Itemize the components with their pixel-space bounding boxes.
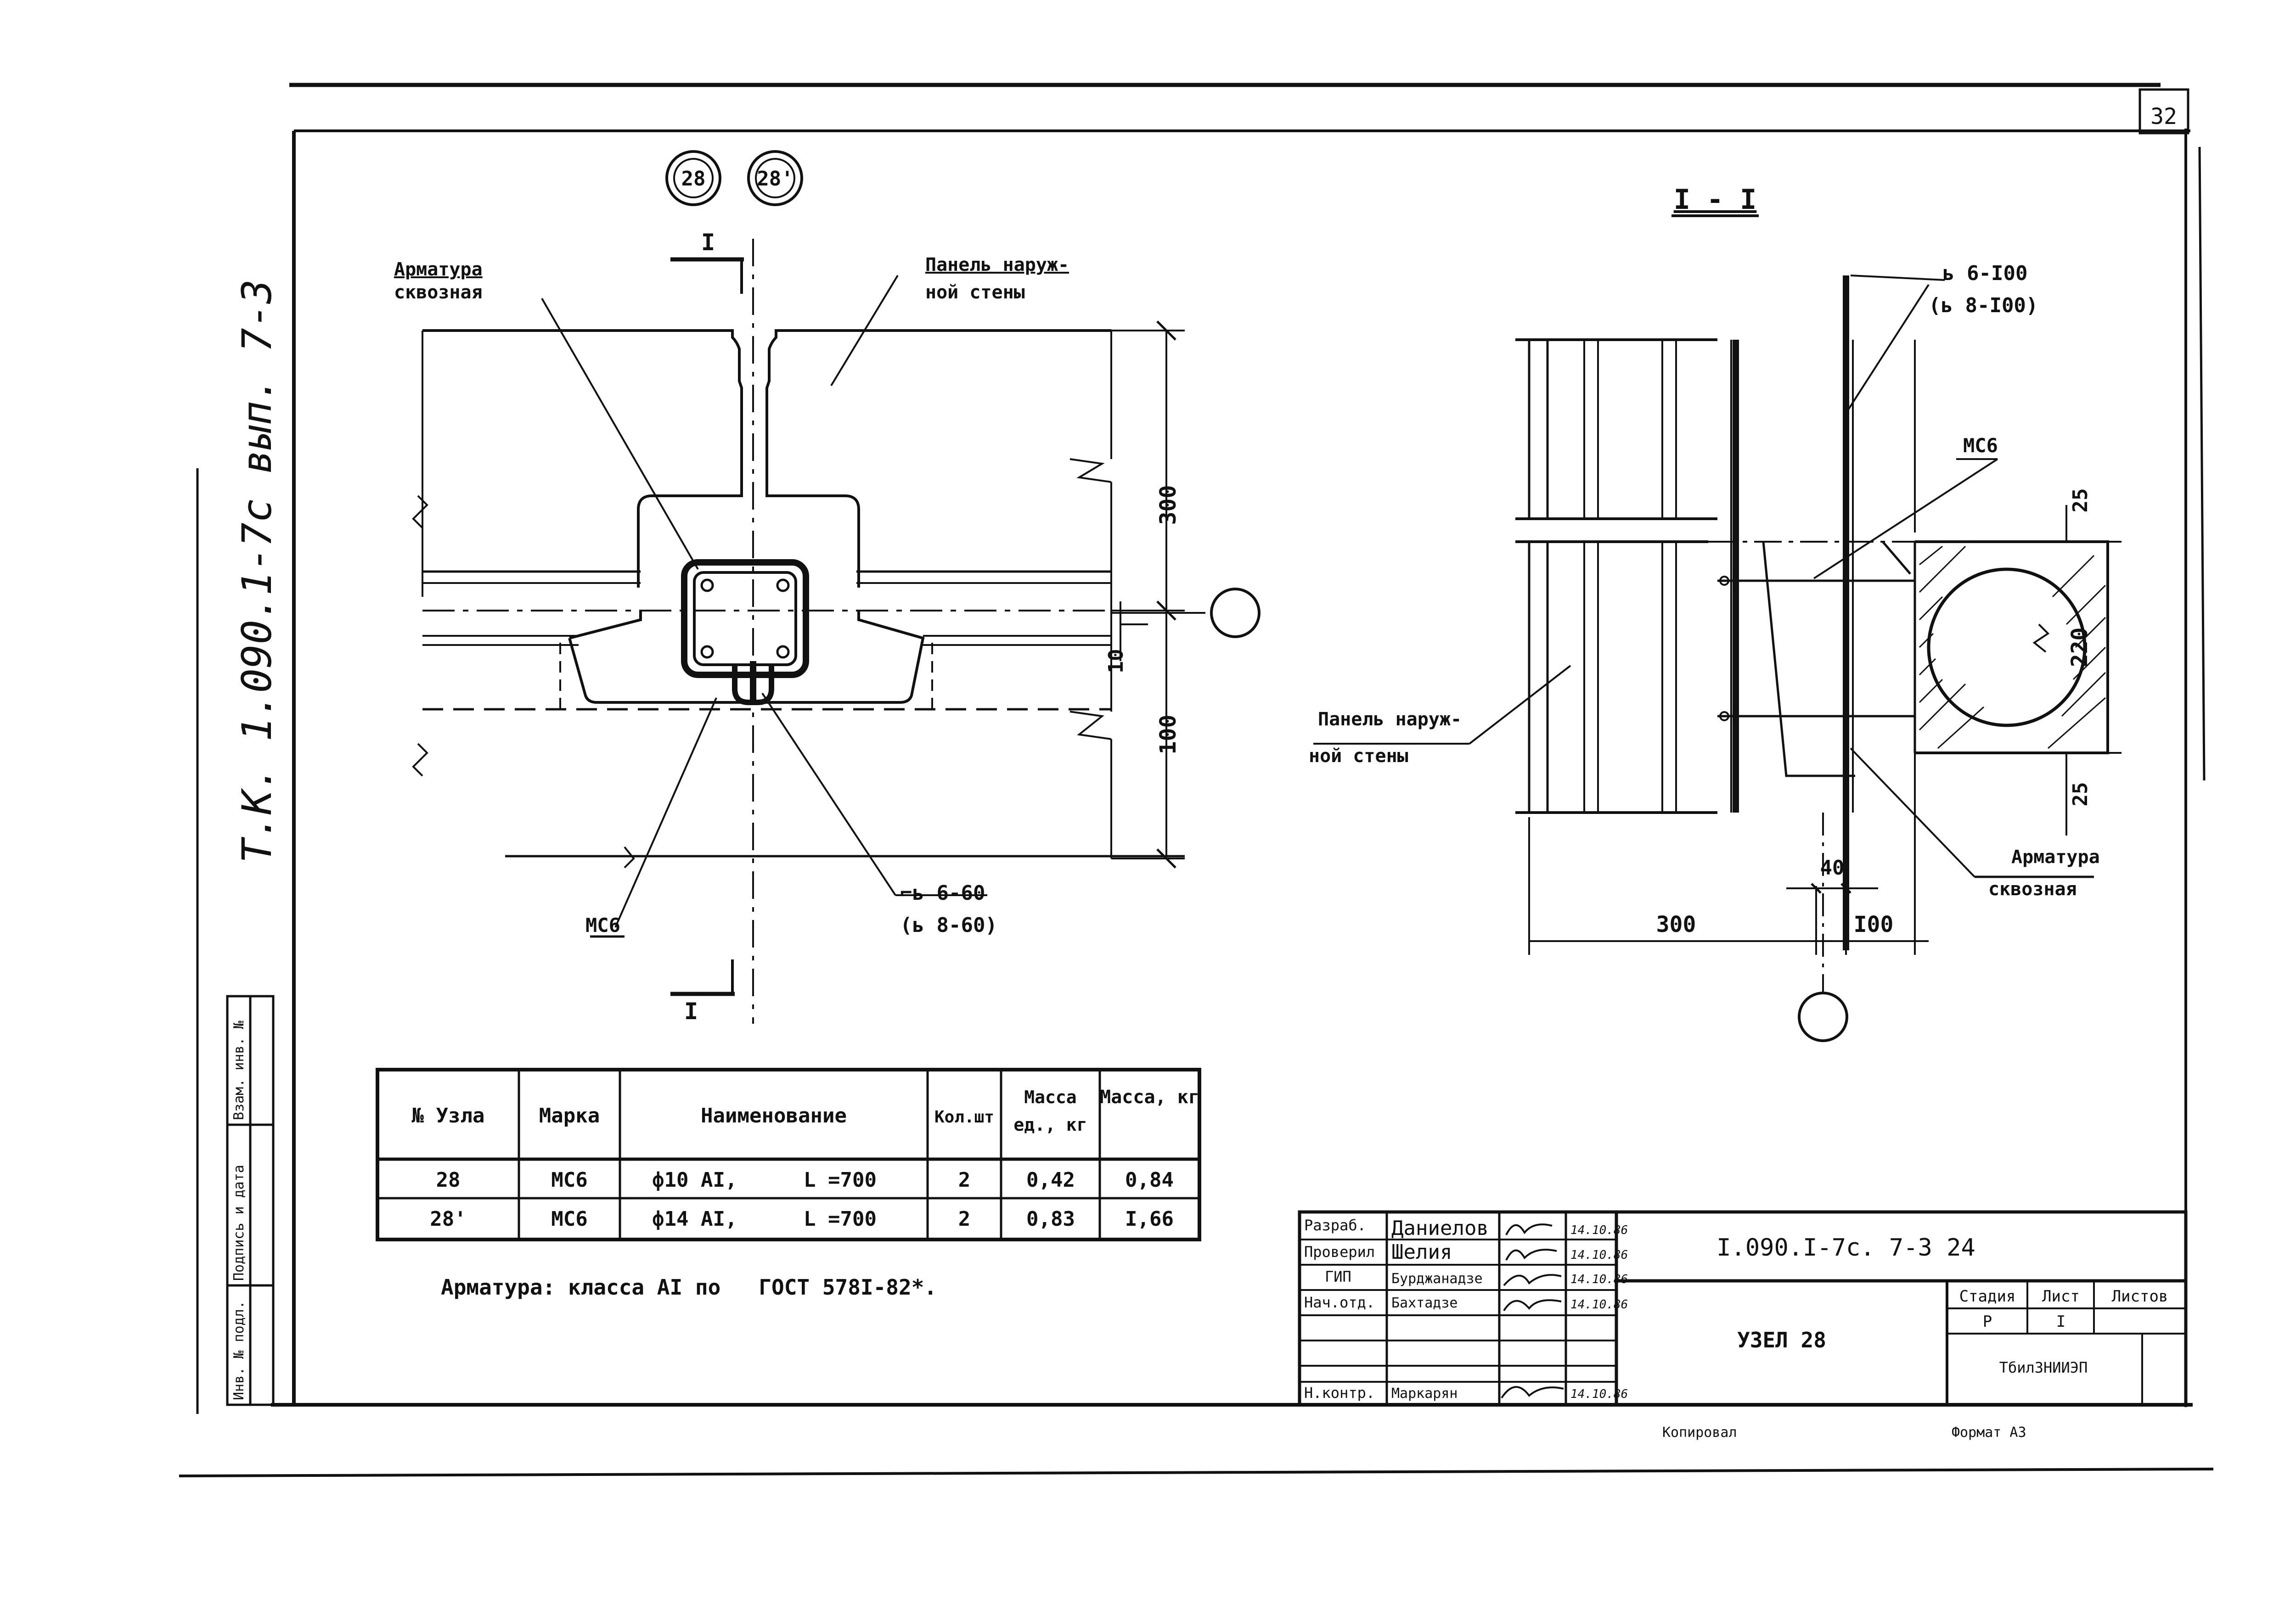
plan-label-panel-1: Панель наруж- xyxy=(925,254,1069,275)
tb-date-0: 14.10.86 xyxy=(1570,1223,1628,1237)
tb-role-0: Разраб. xyxy=(1304,1217,1366,1234)
page-number: 32 xyxy=(2150,104,2177,129)
plan-label-armatura-2: сквозная xyxy=(394,282,483,303)
section-label-panel-2: ной стены xyxy=(1309,746,1408,767)
tb-date-1: 14.10.86 xyxy=(1570,1248,1628,1262)
svg-text:I,66: I,66 xyxy=(1125,1207,1174,1231)
svg-text:L =700: L =700 xyxy=(804,1168,877,1192)
tb-name-0: Даниелов xyxy=(1391,1217,1489,1240)
section-weld-1: ь 6-I00 xyxy=(1942,262,2027,285)
side-stamp-label-3: Взам. инв. № xyxy=(231,1021,247,1120)
plan-label-armatura-1: Арматура xyxy=(394,259,483,280)
tb-copied: Копировал xyxy=(1662,1425,1737,1441)
tb-name-2: Бурджанадзе xyxy=(1391,1271,1483,1287)
tb-name-6: Маркарян xyxy=(1391,1385,1458,1402)
spec-header-name: Наименование xyxy=(701,1104,847,1127)
side-stamp-label-1: Инв. № подл. xyxy=(231,1301,247,1400)
svg-text:28': 28' xyxy=(757,167,793,191)
svg-text:0,84: 0,84 xyxy=(1125,1168,1174,1192)
svg-text:28: 28 xyxy=(436,1168,461,1192)
node-bubble-28: 28 xyxy=(665,150,721,206)
section-title: I - I xyxy=(1674,184,1757,216)
reinforcement-note: Арматура: класса АI по ГОСТ 578I-82*. xyxy=(441,1275,937,1300)
svg-text:0,83: 0,83 xyxy=(1026,1207,1075,1231)
section-dim-40: 40 xyxy=(1820,856,1845,880)
spec-header-qty: Кол.шт xyxy=(934,1108,994,1127)
plan-dim-10: 10 xyxy=(1104,649,1128,673)
spec-header-unit-mass: Масса ед., кг xyxy=(1013,1087,1087,1135)
svg-text:2: 2 xyxy=(958,1207,971,1231)
tb-title: УЗЕЛ 28 xyxy=(1737,1328,1826,1352)
tb-date-3: 14.10.86 xyxy=(1570,1298,1628,1312)
tb-role-1: Проверил xyxy=(1304,1243,1375,1261)
svg-text:МС6: МС6 xyxy=(551,1168,587,1192)
tb-role-2: ГИП xyxy=(1325,1268,1351,1285)
svg-text:ф10 АI,: ф10 АI, xyxy=(652,1168,737,1192)
plan-label-mc: МС6 xyxy=(585,914,620,937)
section-view xyxy=(1313,214,2122,1042)
signatures xyxy=(1501,1223,1564,1399)
section-label-armatura-2: сквозная xyxy=(1988,879,2077,900)
tb-role-3: Нач.отд. xyxy=(1304,1294,1375,1311)
tb-role-6: Н.контр. xyxy=(1304,1384,1375,1402)
svg-text:МС6: МС6 xyxy=(551,1207,587,1231)
spec-table xyxy=(376,1068,1201,1241)
plan-label-panel-2: ной стены xyxy=(925,282,1025,303)
plan-weld-2: (ь 8-60) xyxy=(900,914,997,937)
vertical-code: Т.К. 1.090.1-7с вып. 7-3 xyxy=(233,279,281,863)
svg-text:L =700: L =700 xyxy=(804,1207,877,1231)
section-label-panel-1: Панель наруж- xyxy=(1318,709,1462,730)
tb-name-1: Шелия xyxy=(1391,1240,1452,1264)
tb-sheet: I xyxy=(2056,1313,2065,1331)
side-stamp-label-2: Подпись и дата xyxy=(231,1165,247,1281)
svg-text:28': 28' xyxy=(430,1207,466,1231)
section-dim-220: 220 xyxy=(2067,628,2093,667)
tb-name-3: Бахтадзе xyxy=(1391,1295,1458,1311)
tb-org: ТбилЗНИИЭП xyxy=(1999,1359,2088,1376)
svg-text:2: 2 xyxy=(958,1168,971,1192)
section-dim-300: 300 xyxy=(1656,912,1696,937)
svg-text:0,42: 0,42 xyxy=(1026,1168,1075,1192)
tb-date-2: 14.10.86 xyxy=(1570,1273,1628,1286)
plan-section-mark-top: I xyxy=(701,229,715,256)
tb-date-6: 14.10.86 xyxy=(1570,1387,1628,1401)
spec-header-mark: Марка xyxy=(539,1104,600,1127)
tb-sheets-header: Листов xyxy=(2112,1287,2168,1306)
spec-header-node: № Узла xyxy=(412,1104,485,1127)
section-weld-2: (ь 8-I00) xyxy=(1929,294,2038,317)
svg-text:28: 28 xyxy=(681,167,706,191)
tb-sheet-header: Лист xyxy=(2042,1287,2080,1306)
plan-weld-1: ⌐ь 6-60 xyxy=(900,881,985,905)
node-bubble-28-prime: 28' xyxy=(747,150,803,206)
table-row: 28 МС6 ф10 АI, L =700 2 0,42 0,84 xyxy=(436,1168,1174,1192)
tb-stage: Р xyxy=(1983,1313,1992,1331)
title-block xyxy=(1298,1210,2188,1407)
section-label-mc: МС6 xyxy=(1963,434,1998,457)
section-dim-25-bottom: 25 xyxy=(2069,782,2092,807)
section-dim-100: I00 xyxy=(1854,912,1894,937)
plan-section-mark-bottom: I xyxy=(684,998,698,1025)
section-dim-25-top: 25 xyxy=(2069,488,2092,513)
plan-dim-100: 100 xyxy=(1155,715,1181,755)
table-row: 28' МС6 ф14 АI, L =700 2 0,83 I,66 xyxy=(430,1207,1174,1231)
tb-doc-code: I.090.I-7с. 7-3 24 xyxy=(1716,1234,1975,1262)
side-stamp xyxy=(226,995,275,1406)
plan-dim-300: 300 xyxy=(1155,485,1181,525)
spec-header-mass: Масса, кг xyxy=(1100,1087,1199,1108)
tb-stage-header: Стадия xyxy=(1959,1287,2016,1306)
svg-text:ф14 АI,: ф14 АI, xyxy=(652,1207,737,1231)
section-label-armatura-1: Арматура xyxy=(2011,847,2100,868)
plan-view xyxy=(412,239,1261,1024)
tb-format: Формат А3 xyxy=(1952,1425,2026,1441)
